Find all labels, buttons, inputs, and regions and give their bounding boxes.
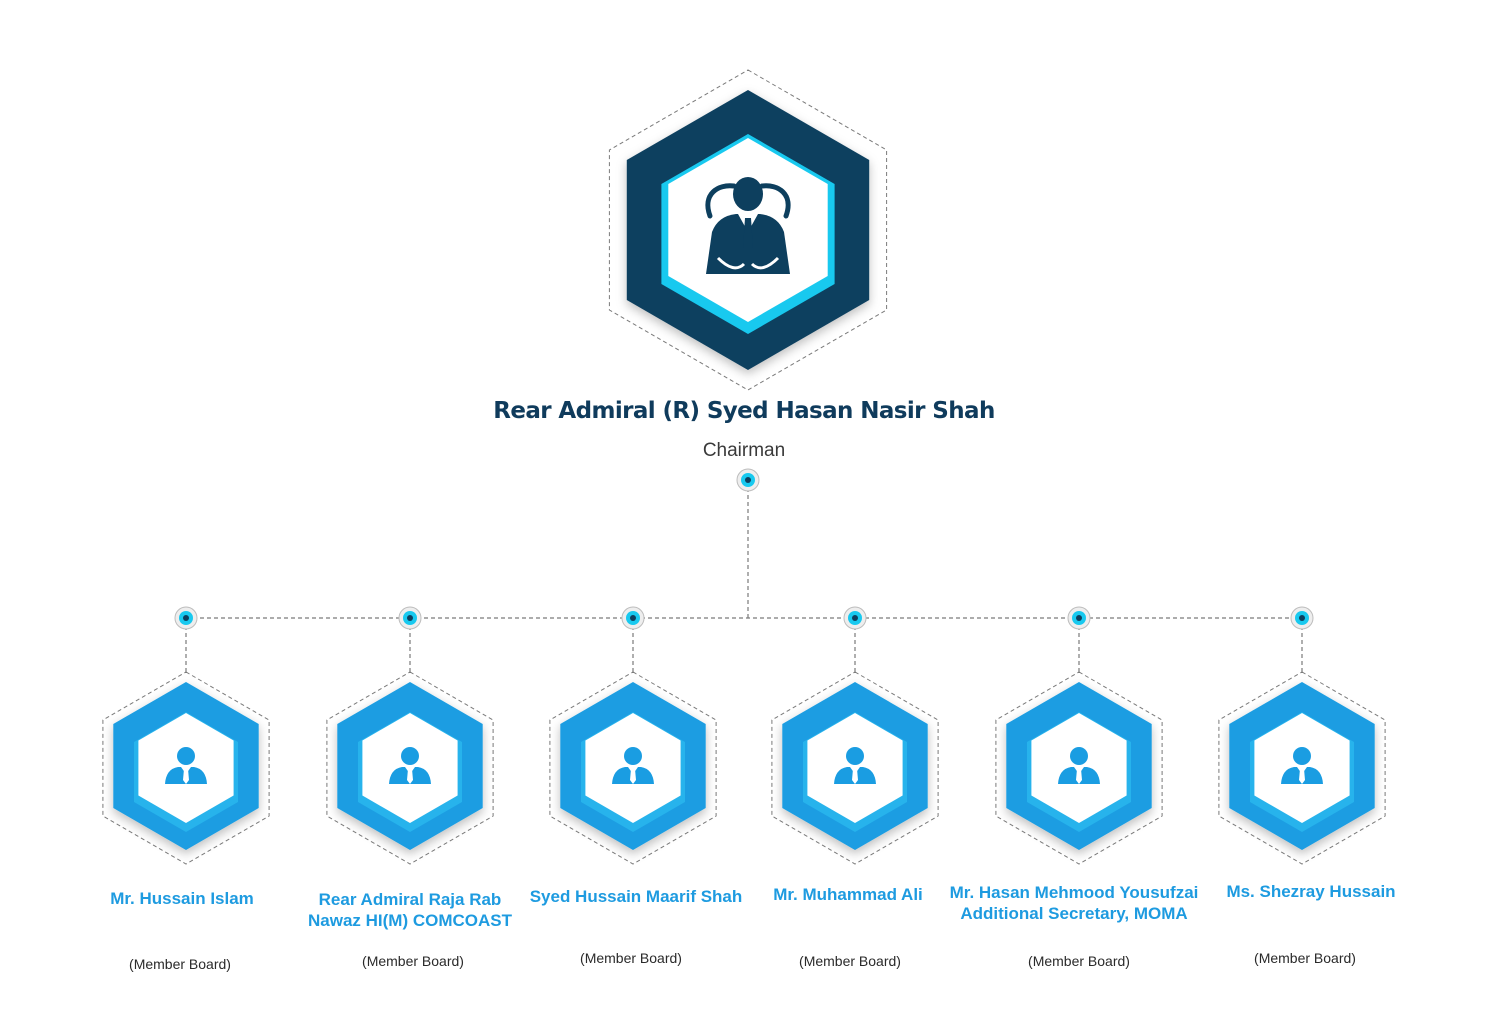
person-icon: [1281, 747, 1323, 784]
member-outer-dashed-hexagon: [1218, 671, 1386, 865]
member-1-name: Mr. Hussain Islam: [110, 889, 254, 908]
person-head: [846, 747, 864, 765]
chairman-name: Rear Admiral (R) Syed Hasan Nasir Shah: [493, 398, 995, 424]
person-tie: [743, 218, 753, 256]
member-outer-dashed-hexagon: [995, 671, 1163, 865]
dot-center: [1299, 615, 1305, 621]
member-outer-dashed-hexagon: [771, 671, 939, 865]
person-icon: [612, 747, 654, 784]
person-head: [1070, 747, 1088, 765]
member-outer-dashed-hexagon: [102, 671, 270, 865]
member-1-connector-dot: [174, 606, 198, 630]
member-4-name: Mr. Muhammad Ali: [773, 885, 923, 904]
dot-center: [852, 615, 858, 621]
member-5-role: (Member Board): [1028, 953, 1130, 969]
member-4-node: [771, 671, 939, 865]
business-person-chair-icon: [705, 177, 791, 274]
person-head: [1293, 747, 1311, 765]
member-2-node: [326, 671, 494, 865]
member-5-name: Mr. Hasan Mehmood Yousufzai Additional S…: [949, 883, 1199, 923]
member-outer-dashed-hexagon: [549, 671, 717, 865]
dot-center: [1076, 615, 1082, 621]
member-1-node: [102, 671, 270, 865]
person-icon: [389, 747, 431, 784]
dot-center: [630, 615, 636, 621]
member-nodes: [102, 671, 1386, 865]
chairman-connector-dot: [736, 468, 760, 492]
dot-center: [183, 615, 189, 621]
member-4-role: (Member Board): [799, 953, 901, 969]
member-3-name: Syed Hussain Maarif Shah: [529, 887, 743, 906]
person-tie: [1299, 769, 1305, 784]
dot-center: [407, 615, 413, 621]
chairman-title: Chairman: [702, 440, 786, 461]
person-arm-left: [716, 256, 746, 270]
member-2-name: Rear Admiral Raja Rab Nawaz HI(M) COMCOA…: [308, 890, 512, 930]
dot-center: [745, 477, 751, 483]
member-3-role: (Member Board): [580, 950, 682, 966]
person-tie: [630, 769, 636, 784]
chair-back-left: [705, 183, 737, 219]
member-2-connector-dot: [398, 606, 422, 630]
person-icon: [165, 747, 207, 784]
member-6-node: [1218, 671, 1386, 865]
connector-lines: [185, 488, 1303, 672]
member-3-node: [549, 671, 717, 865]
person-head: [624, 747, 642, 765]
member-2-role: (Member Board): [362, 953, 464, 969]
person-tie: [852, 769, 858, 784]
person-head: [177, 747, 195, 765]
member-6-name: Ms. Shezray Hussain: [1226, 882, 1396, 901]
person-icon: [1058, 747, 1100, 784]
member-4-connector-dot: [843, 606, 867, 630]
member-6-connector-dot: [1290, 606, 1314, 630]
member-1-role: (Member Board): [129, 956, 231, 972]
chair-back-right: [759, 183, 791, 219]
person-arm-right: [750, 256, 780, 270]
chairman-node: [608, 69, 888, 391]
member-5-connector-dot: [1067, 606, 1091, 630]
person-icon: [834, 747, 876, 784]
member-3-connector-dot: [621, 606, 645, 630]
member-5-node: [995, 671, 1163, 865]
person-tie: [1076, 769, 1082, 784]
member-outer-dashed-hexagon: [326, 671, 494, 865]
person-head: [401, 747, 419, 765]
chairman-outer-dashed-hexagon: [608, 69, 888, 391]
member-6-role: (Member Board): [1254, 950, 1356, 966]
person-tie: [407, 769, 413, 784]
person-tie: [183, 769, 189, 784]
connector-dots: [174, 468, 1314, 630]
person-head: [733, 177, 763, 211]
